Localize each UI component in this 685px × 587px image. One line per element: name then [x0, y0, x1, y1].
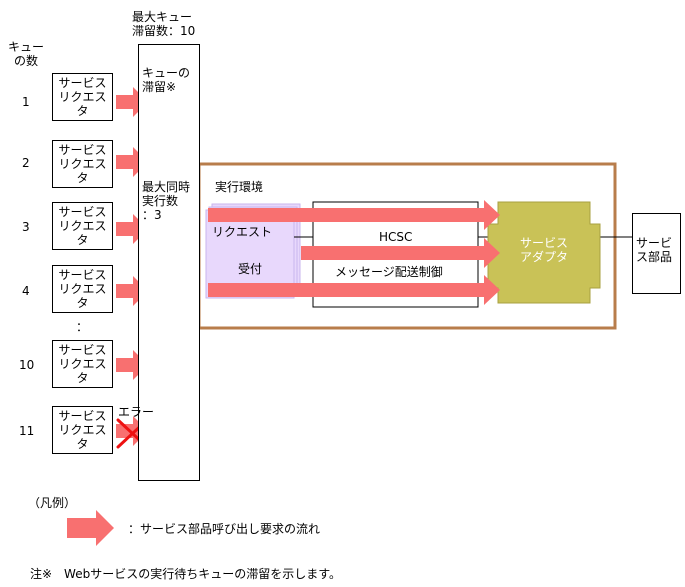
requester-label: サービス リクエスタ	[58, 343, 107, 385]
requester-label: サービス リクエスタ	[58, 143, 107, 185]
max-queue-label: 最大キュー 滞留数：10	[132, 10, 196, 38]
legend-title: （凡例）	[28, 496, 77, 510]
legend-description: ：サービス部品呼び出し要求の流れ	[128, 522, 321, 536]
footnote: 注※ Webサービスの実行待ちキューの滞留を示します。	[30, 567, 342, 581]
max-concurrent-label: 最大同時 実行数 ：3	[142, 180, 191, 222]
service-requester-box: サービス リクエスタ	[52, 340, 113, 388]
requester-number: 3	[22, 220, 30, 234]
service-adapter-label: サービス アダプタ	[519, 236, 568, 264]
request-receive-label2: 受付	[238, 262, 263, 276]
exec-env-label: 実行環境	[215, 180, 264, 194]
requester-label: サービス リクエスタ	[58, 205, 107, 247]
flow-arrow-bottom	[208, 275, 500, 305]
service-requester-box: サービス リクエスタ	[52, 406, 113, 454]
flow-arrow-top	[208, 200, 500, 230]
flow-arrows	[208, 200, 500, 305]
error-label: エラー	[118, 405, 155, 419]
request-receive-label: リクエスト	[212, 225, 273, 239]
requester-number: 2	[22, 156, 30, 170]
service-requester-box: サービス リクエスタ	[52, 265, 113, 313]
requester-number: 4	[22, 284, 30, 298]
requester-number: 1	[22, 95, 30, 109]
service-requester-box: サービス リクエスタ	[52, 73, 113, 121]
legend-arrow	[67, 510, 114, 546]
service-requester-box: サービス リクエスタ	[52, 140, 113, 188]
ellipsis-mark: ：	[76, 320, 89, 334]
queue-column	[138, 44, 200, 481]
queue-count-header: キュー の数	[8, 40, 45, 68]
queue-retention-label: キューの 滞留※	[142, 66, 191, 94]
requester-label: サービス リクエスタ	[58, 76, 107, 118]
hcsc-label: HCSC	[379, 230, 413, 244]
service-component-box	[632, 213, 681, 294]
requester-label: サービス リクエスタ	[58, 268, 107, 310]
requester-number: 11	[19, 424, 35, 438]
message-delivery-label: メッセージ配送制御	[335, 265, 443, 279]
requester-number: 10	[19, 358, 35, 372]
service-requester-box: サービス リクエスタ	[52, 202, 113, 250]
service-component-label: サービ ス部品	[636, 236, 673, 264]
flow-arrow-middle	[301, 238, 500, 268]
requester-label: サービス リクエスタ	[58, 409, 107, 451]
